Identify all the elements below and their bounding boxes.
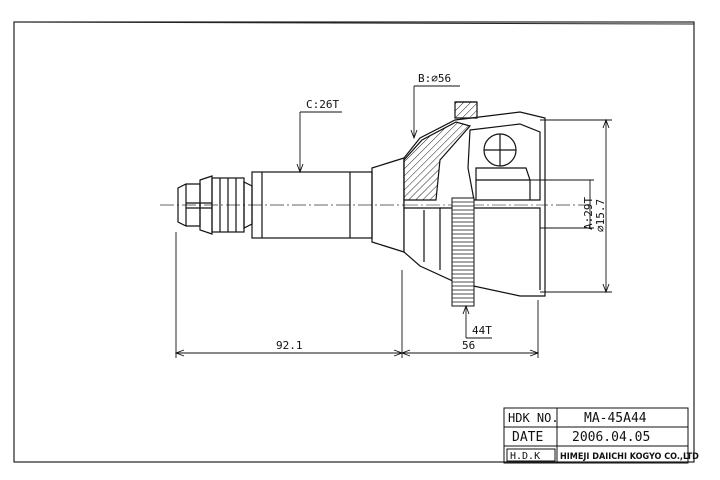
callout-d157: ⌀15.7 (594, 199, 607, 232)
dimension-vertical (530, 118, 612, 294)
callout-leaders (296, 85, 492, 339)
title-block-label-date: DATE (512, 430, 543, 445)
title-block-brand: H.D.K (510, 451, 540, 462)
callout-c26t: C:26T (306, 98, 339, 111)
sheet-border (13, 21, 695, 463)
dim-56: 56 (462, 339, 475, 352)
abs-ring-icon (451, 197, 475, 307)
sheet-top-edge (13, 21, 695, 25)
dimension-horizontal (174, 232, 540, 358)
title-block-company: HIMEJI DAIICHI KOGYO CO.,LTD (560, 452, 699, 462)
callout-b56: B:⌀56 (418, 72, 451, 85)
title-block (503, 407, 689, 464)
dim-92-1: 92.1 (276, 339, 303, 352)
title-block-label-hdk: HDK NO. (508, 411, 559, 425)
callout-a29t: A:29T (582, 197, 595, 230)
title-block-date: 2006.04.05 (572, 430, 650, 445)
shaft-icon (177, 157, 405, 253)
title-block-part-no: MA-45A44 (584, 411, 647, 426)
callout-44t: 44T (472, 324, 492, 337)
